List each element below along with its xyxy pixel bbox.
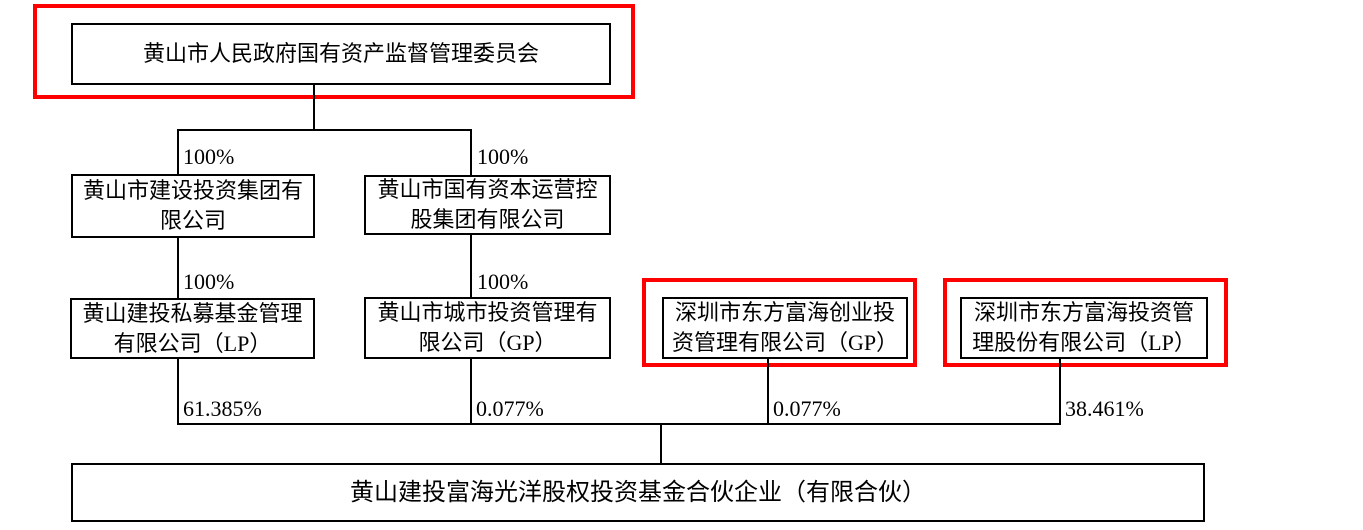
highlight-rect-oriental-fortune-lp: [943, 278, 1228, 367]
stake-label-l3b: 0.077%: [476, 396, 544, 421]
connector-root-down: [313, 85, 315, 129]
node-huangshan-city-investment-gp-label: 黄山市城市投资管理有限公司（GP）: [377, 300, 598, 355]
node-sasac-root-label: 黄山市人民政府国有资产监督管理委员会: [142, 41, 539, 66]
stake-label-l3d: 38.461%: [1065, 396, 1144, 421]
connector-bus-line: [177, 423, 1061, 425]
node-shenzhen-oriental-fortune-venture-gp: 深圳市东方富海创业投资管理有限公司（GP）: [662, 297, 908, 359]
connector-l3a-to-bus: [177, 359, 179, 425]
node-sasac-root: 黄山市人民政府国有资产监督管理委员会: [71, 23, 611, 85]
node-fund-partnership-label: 黄山建投富海光洋股权投资基金合伙企业（有限合伙）: [350, 479, 926, 506]
connector-l3c-to-bus: [767, 359, 769, 425]
connector-l2b-in: [470, 129, 472, 175]
node-huangshan-jiantou-private-fund-lp-label: 黄山建投私募基金管理有限公司（LP）: [82, 300, 303, 356]
pct-label-l2b: 100%: [477, 144, 529, 169]
node-shenzhen-oriental-fortune-venture-gp-label: 深圳市东方富海创业投资管理有限公司（GP）: [672, 300, 899, 355]
stake-label-l3c: 0.077%: [773, 396, 841, 421]
connector-l3b-to-bus: [470, 359, 472, 425]
pct-label-l2a: 100%: [183, 144, 235, 169]
node-shenzhen-oriental-fortune-investment-lp: 深圳市东方富海投资管理股份有限公司（LP）: [960, 297, 1208, 359]
node-huangshan-construction-group: 黄山市建设投资集团有限公司: [71, 174, 315, 238]
node-shenzhen-oriental-fortune-investment-lp-label: 深圳市东方富海投资管理股份有限公司（LP）: [972, 300, 1196, 355]
node-huangshan-jiantou-private-fund-lp: 黄山建投私募基金管理有限公司（LP）: [70, 298, 315, 359]
connector-split-level2: [177, 129, 472, 131]
node-huangshan-city-investment-gp: 黄山市城市投资管理有限公司（GP）: [364, 297, 611, 359]
pct-label-l3a: 100%: [183, 269, 235, 294]
node-huangshan-stateowned-capital-group-label: 黄山市国有资本运营控股集团有限公司: [377, 177, 598, 232]
connector-l2a-in: [177, 129, 179, 174]
pct-label-l3b: 100%: [477, 269, 529, 294]
node-huangshan-construction-group-label: 黄山市建设投资集团有限公司: [82, 178, 303, 233]
connector-l2a-to-l3a: [177, 238, 179, 298]
highlight-rect-oriental-fortune-gp: [642, 278, 917, 367]
node-fund-partnership: 黄山建投富海光洋股权投资基金合伙企业（有限合伙）: [71, 463, 1205, 522]
node-huangshan-stateowned-capital-group: 黄山市国有资本运营控股集团有限公司: [364, 175, 611, 235]
connector-l2b-to-l3b: [470, 235, 472, 297]
highlight-rect-root: [33, 4, 635, 99]
connector-bus-to-fund: [660, 423, 662, 463]
stake-label-l3a: 61.385%: [183, 396, 262, 421]
connector-l3d-to-bus: [1059, 359, 1061, 425]
